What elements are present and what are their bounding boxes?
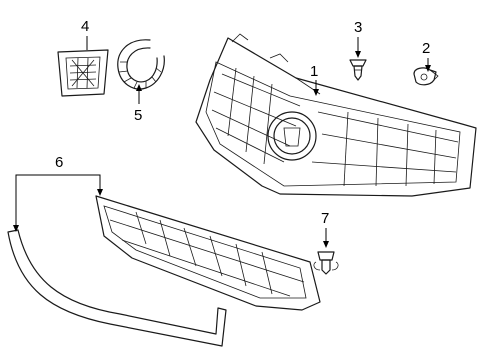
callout-6: 6 <box>55 154 63 171</box>
callout-4: 4 <box>81 18 89 35</box>
push-clip-part <box>349 59 367 81</box>
callout-1: 1 <box>310 63 318 80</box>
callout-5: 5 <box>134 107 142 124</box>
emblem-part <box>57 49 109 97</box>
clip-part <box>313 251 339 275</box>
callout-3: 3 <box>354 19 362 36</box>
retainer-nut-part <box>413 67 439 86</box>
upper-grille-part <box>195 33 477 197</box>
callout-7: 7 <box>321 210 329 227</box>
lower-grille-part <box>95 195 321 311</box>
emblem-ring-part <box>117 39 165 90</box>
leader-6 <box>15 174 101 228</box>
callout-2: 2 <box>422 40 430 57</box>
grille-molding-part <box>7 229 227 347</box>
